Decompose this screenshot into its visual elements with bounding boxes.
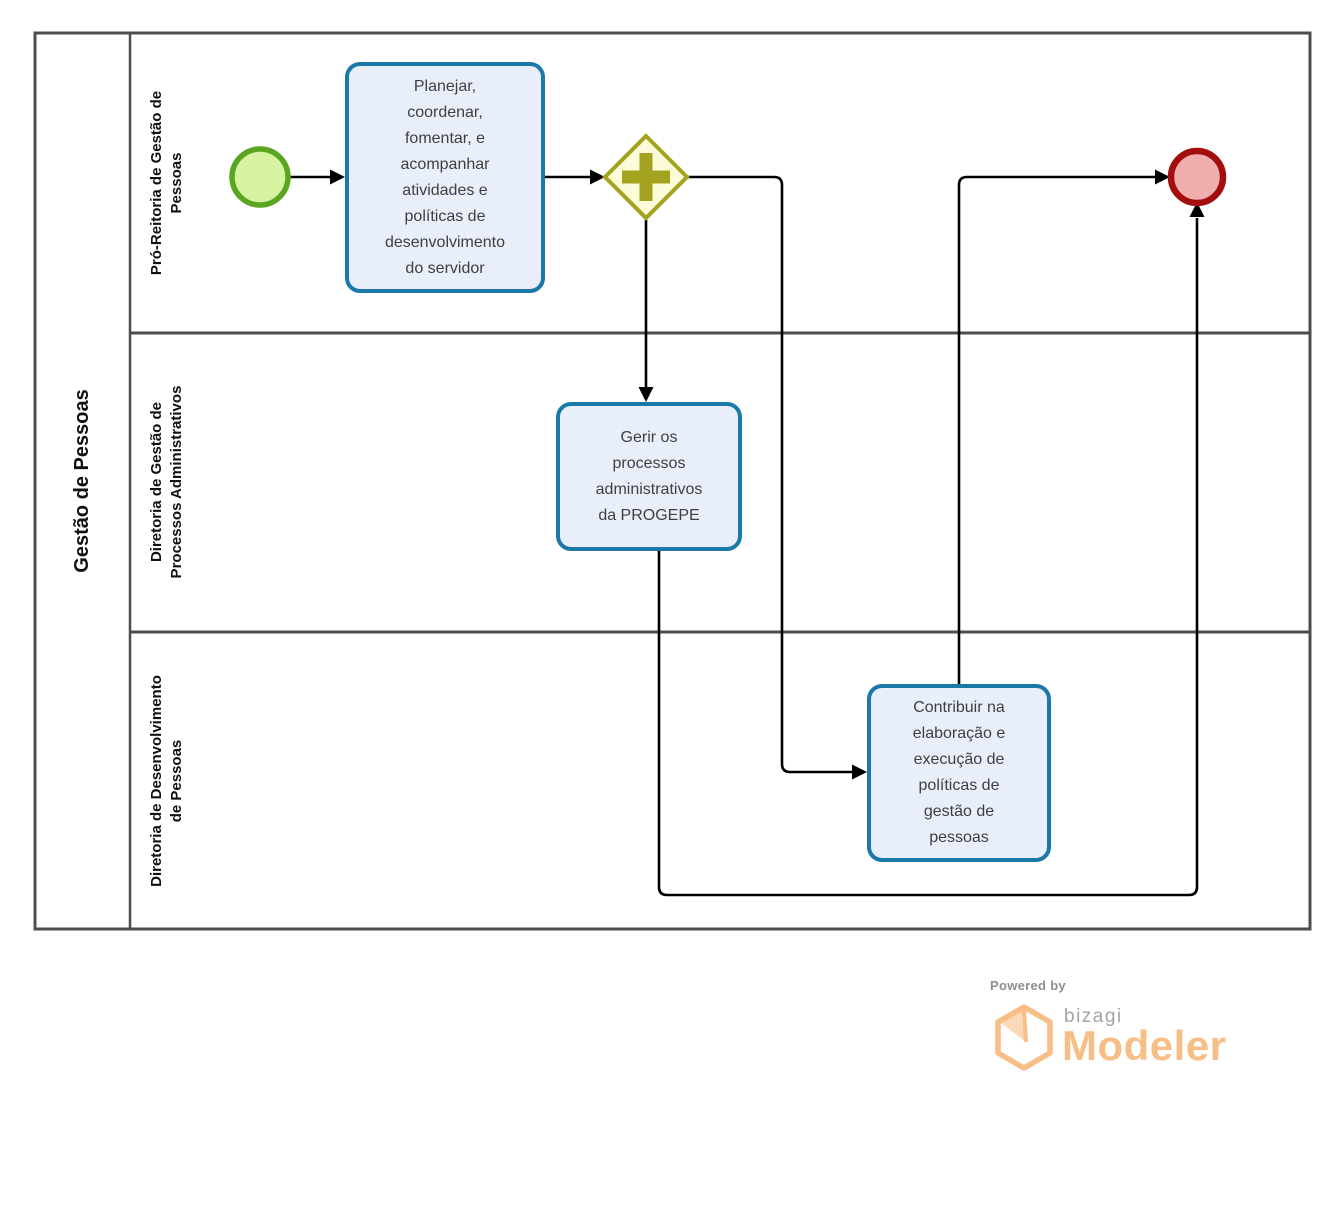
sequence-flows (290, 175, 1199, 897)
end-event (1167, 147, 1227, 207)
lane-label-line: Pessoas (168, 152, 185, 214)
lane-label-line: Pró-Reitoria de Gestão de (148, 90, 165, 276)
modeler-wordmark: Modeler (1062, 1022, 1227, 1069)
flow-gateway-to-contribuir (687, 175, 852, 774)
arrowhead (638, 387, 654, 402)
arrowhead (1189, 202, 1205, 217)
arrowhead (330, 169, 345, 185)
lane-label-line: de Pessoas (168, 739, 185, 823)
start-event (229, 146, 291, 208)
pool-label: Gestão de Pessoas (70, 389, 93, 573)
lane-label-line: Diretoria de Desenvolvimento (148, 675, 165, 887)
task-label: Gerir os processos administrativos da PR… (595, 428, 703, 524)
arrowhead (852, 764, 867, 780)
task-planejar: Planejar, coordenar, fomentar, e acompan… (345, 62, 545, 293)
flow-contribuir-to-end (957, 175, 1156, 684)
arrowhead (590, 169, 605, 185)
lane-label-line: Diretoria de Gestão de (148, 401, 165, 563)
task-gerir-processos: Gerir os processos administrativos da PR… (556, 402, 742, 551)
flow-arrowheads (330, 169, 1205, 780)
task-contribuir: Contribuir na elaboração e execução de p… (867, 684, 1051, 862)
pool-gestao-de-pessoas (33, 31, 1312, 931)
lane-label-line: Processos Administrativos (168, 385, 185, 579)
bizagi-branding: Powered by bizagi Modeler (988, 978, 1248, 1082)
bizagi-wordmark: bizagi (1064, 1006, 1123, 1027)
bizagi-logo-icon (995, 1004, 1053, 1071)
flow-gerir-to-end (657, 218, 1199, 897)
task-label: Planejar, coordenar, fomentar, e acompan… (384, 77, 506, 277)
task-label: Contribuir na elaboração e execução de p… (912, 699, 1006, 846)
lane-label-pro-reitoria: Pró-Reitoria de Gestão de Pessoas (127, 43, 207, 323)
plus-icon (622, 153, 670, 201)
lane-label-diretoria-desenvolvimento: Diretoria de Desenvolvimento de Pessoas (127, 641, 207, 921)
parallel-gateway (602, 133, 690, 221)
arrowhead (1155, 169, 1170, 185)
lane-label-diretoria-processos: Diretoria de Gestão de Processos Adminis… (127, 342, 207, 622)
powered-by-text: Powered by (990, 978, 1066, 993)
